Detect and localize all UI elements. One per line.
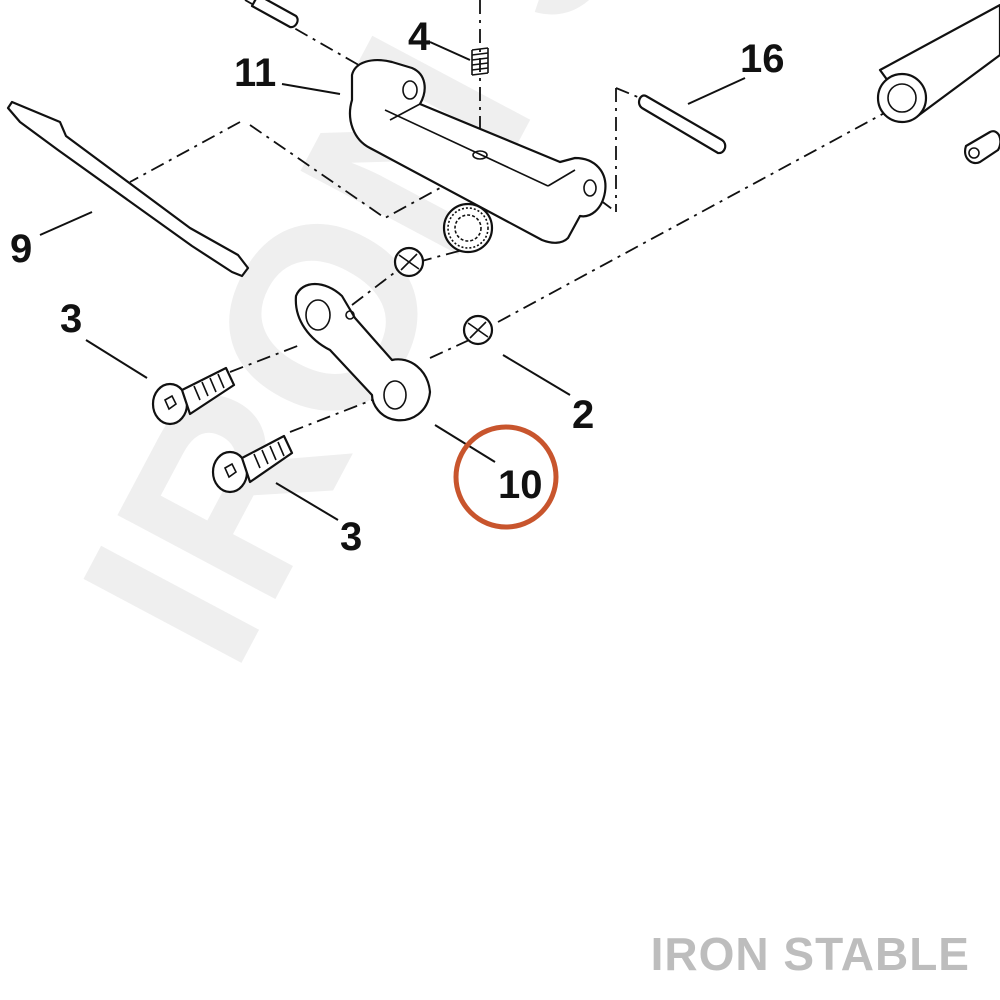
part-2-nut-lower — [462, 314, 494, 346]
callout-11: 11 — [234, 51, 276, 95]
serrated-washer — [442, 202, 494, 254]
assembly-lines — [129, 0, 891, 433]
part-3-screw-lower — [211, 434, 294, 494]
part-10-link-arm — [294, 282, 432, 422]
socket-head-bolt — [964, 130, 1000, 165]
callout-16: 16 — [740, 37, 785, 81]
callout-3-lower: 3 — [340, 515, 362, 559]
callout-10: 10 — [498, 463, 543, 507]
brand-watermark: IRON STABLE — [651, 928, 970, 980]
callout-2: 2 — [572, 393, 594, 437]
part-11-bracket — [348, 58, 607, 244]
callout-labels: 11 4 16 9 3 2 10 3 — [10, 15, 785, 559]
top-pin — [250, 0, 299, 29]
part-16-pin — [637, 94, 727, 155]
callout-3-upper: 3 — [60, 297, 82, 341]
callout-9: 9 — [10, 227, 32, 271]
part-9-blade — [6, 100, 250, 278]
highlight-circle — [453, 424, 559, 530]
part-3-screw-upper — [151, 366, 236, 426]
part-4-spring — [471, 47, 489, 76]
leader-lines — [39, 41, 746, 521]
upper-right-tube — [876, 3, 1000, 124]
callout-4: 4 — [408, 15, 431, 59]
part-2-nut-upper — [393, 246, 425, 278]
